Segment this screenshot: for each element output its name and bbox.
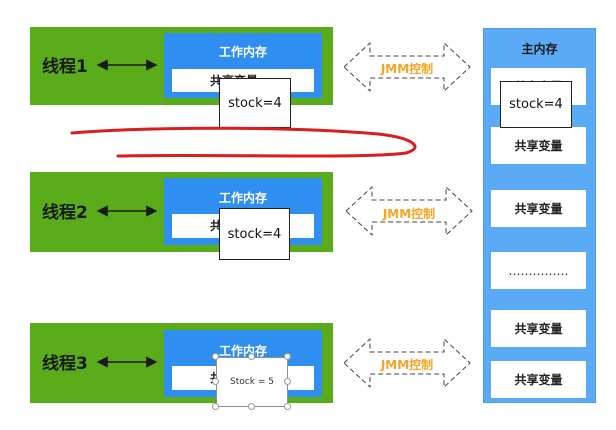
jmm-arrow-3 bbox=[343, 337, 471, 389]
main-memory-slot: …………… bbox=[491, 252, 586, 289]
thread-1-work-memory-title: 工作内存 bbox=[218, 45, 267, 59]
thread-1-label: 线程1 bbox=[42, 57, 88, 77]
thread-3-work-memory-title: 工作内存 bbox=[218, 344, 267, 358]
resize-handle-sw[interactable] bbox=[212, 403, 219, 410]
resize-handle-n[interactable] bbox=[248, 353, 255, 360]
resize-handle-w[interactable] bbox=[212, 378, 219, 385]
main-memory-slot: 共享变量 bbox=[491, 310, 586, 347]
resize-handle-nw[interactable] bbox=[212, 353, 219, 360]
jmm-label-3: JMM控制 bbox=[380, 358, 434, 372]
thread-2-work-memory-title: 工作内存 bbox=[218, 191, 267, 205]
jmm-label-2: JMM控制 bbox=[382, 207, 436, 221]
jmm-arrow-2 bbox=[345, 185, 473, 237]
jmm-label-1: JMM控制 bbox=[380, 62, 434, 76]
resize-handle-se[interactable] bbox=[284, 403, 291, 410]
red-annotation-stroke bbox=[70, 126, 417, 158]
main-memory-slot: 共享变量 bbox=[491, 190, 586, 227]
resize-handle-e[interactable] bbox=[284, 378, 291, 385]
resize-handle-ne[interactable] bbox=[284, 353, 291, 360]
jmm-arrow-1 bbox=[343, 41, 471, 93]
main-memory-stock-textbox[interactable]: stock=4 bbox=[500, 81, 572, 128]
resize-handle-s[interactable] bbox=[248, 403, 255, 410]
thread-2-label: 线程2 bbox=[42, 203, 88, 223]
thread-3-label: 线程3 bbox=[42, 354, 88, 374]
main-memory-slot: 共享变量 bbox=[491, 361, 586, 398]
rotate-handle[interactable] bbox=[248, 338, 255, 345]
thread-1-stock-textbox[interactable]: stock=4 bbox=[219, 78, 291, 128]
thread-2-stock-textbox[interactable]: stock=4 bbox=[219, 208, 290, 260]
main-memory-title: 主内存 bbox=[521, 42, 558, 56]
main-memory-slot: 共享变量 bbox=[491, 127, 586, 164]
